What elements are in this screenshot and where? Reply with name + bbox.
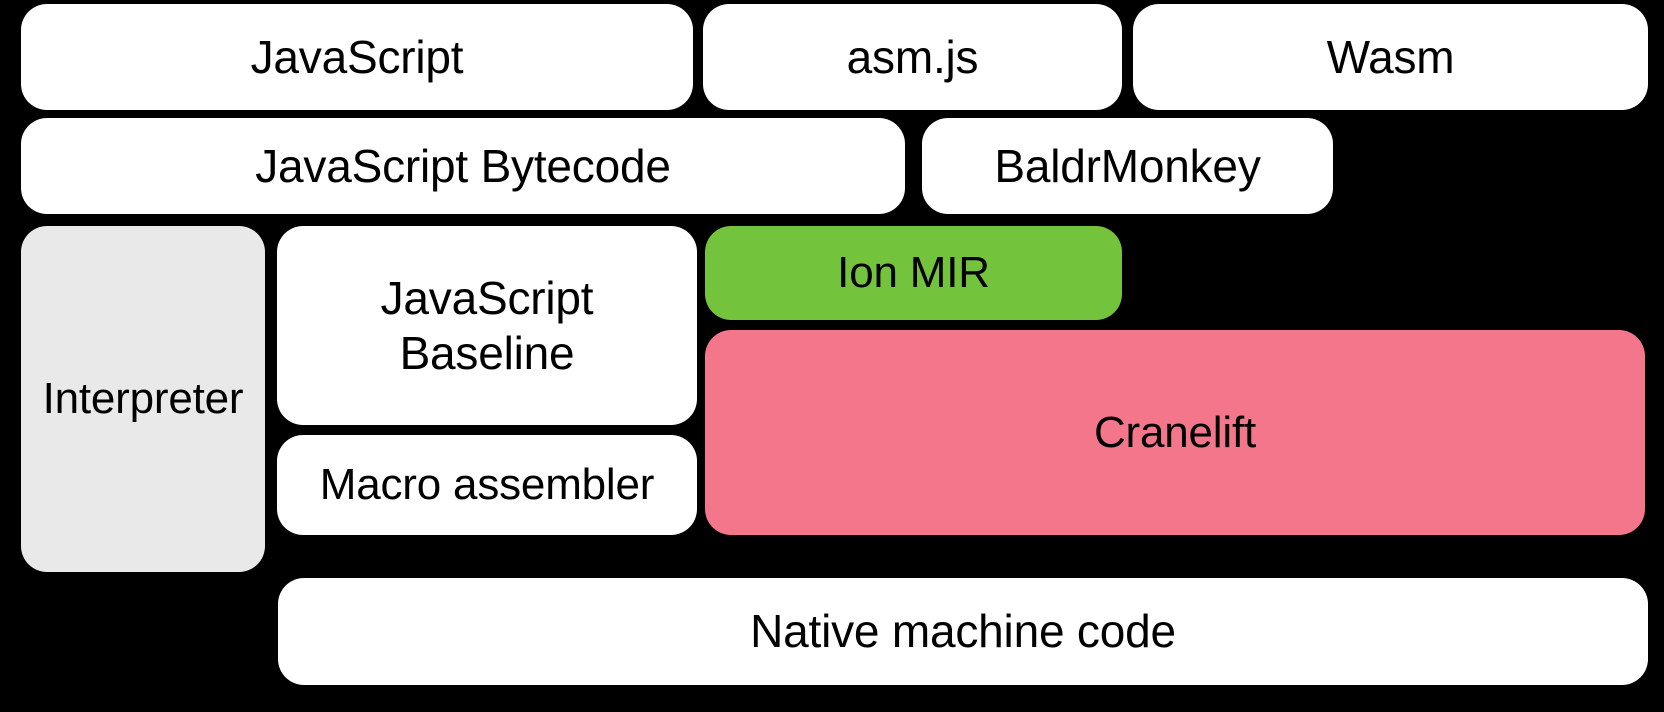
node-javascript-bytecode: JavaScript Bytecode [21,118,905,214]
node-baldrmonkey: BaldrMonkey [922,118,1333,214]
node-cranelift: Cranelift [705,330,1645,535]
node-javascript: JavaScript [21,4,693,110]
node-macro-assembler: Macro assembler [277,435,697,535]
node-native-machine-code: Native machine code [278,578,1648,685]
node-javascript-baseline: JavaScript Baseline [277,226,697,425]
node-ion-mir: Ion MIR [705,226,1122,320]
node-interpreter: Interpreter [21,226,265,572]
node-asmjs: asm.js [703,4,1122,110]
node-wasm: Wasm [1133,4,1648,110]
